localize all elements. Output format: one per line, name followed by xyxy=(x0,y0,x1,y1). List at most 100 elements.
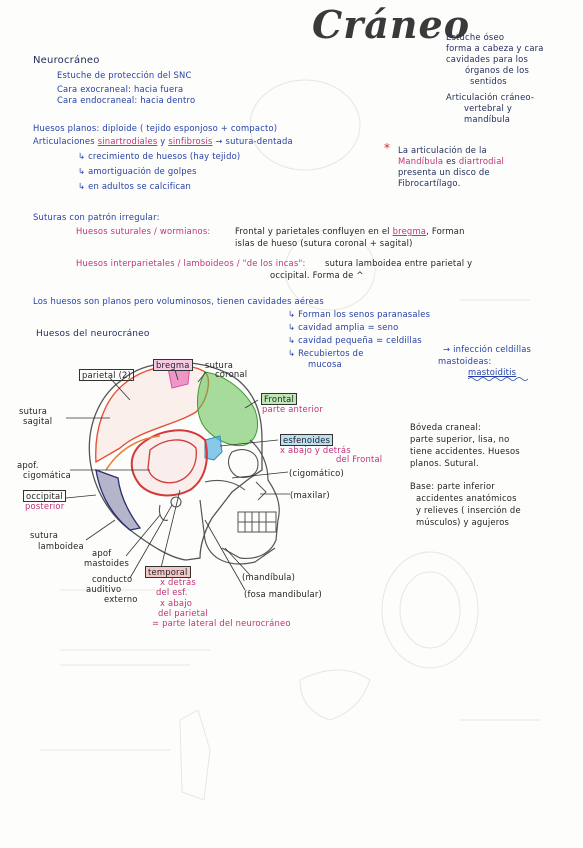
wormianos-desc-2: islas de hueso (sutura coronal + sagital… xyxy=(235,238,413,248)
suturas-heading: Suturas con patrón irregular: xyxy=(33,212,160,222)
arrow-item-text: crecimiento de huesos (hay tejido) xyxy=(88,151,241,161)
note-line: presenta un disco de xyxy=(398,167,490,177)
neuro-line: Cara exocraneal: hacia fuera xyxy=(57,84,184,94)
arrow-item: ↳ crecimiento de huesos (hay tejido) xyxy=(78,151,241,161)
mastoiditis-term: mastoiditis xyxy=(468,367,517,377)
top-right-line: Articulación cráneo- xyxy=(446,92,535,102)
page-title: Cráneo xyxy=(312,2,471,47)
top-right-line: sentidos xyxy=(470,76,507,86)
interparietales-desc-2: occipital. Forma de ^ xyxy=(270,270,364,280)
mandible xyxy=(199,499,276,565)
neuro-heading: Neurocráneo xyxy=(33,55,100,66)
temporal-region xyxy=(130,429,208,497)
star-marker: * xyxy=(384,141,391,155)
note-line: La articulación de la xyxy=(398,145,487,155)
arrow-item: ↳ en adultos se calcifican xyxy=(78,181,192,191)
top-right-line: vertebral y xyxy=(464,103,513,113)
label-apof-mastoides: apof xyxy=(92,548,112,558)
label-apof-cigomatica: apof. xyxy=(17,460,39,470)
cavidades-item-text: cavidad amplia = seno xyxy=(298,322,399,332)
interparietales-desc: sutura lamboidea entre parietal y xyxy=(325,258,473,268)
wormianos-text: Frontal y parietales confluyen en el xyxy=(235,226,390,236)
neuro-line: Cara endocraneal: hacia dentro xyxy=(57,95,196,105)
label-sutura-sagital-2: sagital xyxy=(23,416,53,426)
base-line: y relieves ( inserción de xyxy=(416,505,521,515)
cavidades-item: ↳ cavidad pequeña = celdillas xyxy=(288,335,422,345)
label-occipital-text: occipital xyxy=(26,491,63,501)
label-apof-cigomatica-2: cigomática xyxy=(23,470,72,480)
base-line: músculos) y agujeros xyxy=(416,517,510,527)
label-mandibula: (mandíbula) xyxy=(242,572,296,582)
arrow-item-text: en adultos se calcifican xyxy=(88,181,192,191)
label-temporal-text: temporal xyxy=(148,567,188,577)
sinartrodiales-term: sinartrodiales xyxy=(97,136,158,146)
label-temporal-sub: = parte lateral del neurocráneo xyxy=(152,618,291,628)
articulaciones-line: Articulaciones sinartrodiales y sinfibro… xyxy=(33,136,293,146)
label-esfenoides: esfenoides xyxy=(280,434,334,446)
diartrodial-term: diartrodial xyxy=(458,156,505,166)
diagram-heading: Huesos del neurocráneo xyxy=(36,329,150,339)
frontal-region xyxy=(197,371,258,447)
note-line: Mandíbula es diartrodial xyxy=(398,156,504,166)
label-sutura-coronal: sutura xyxy=(205,360,234,370)
huesos-planos-line: Huesos planos: diploide ( tejido esponjo… xyxy=(33,123,278,133)
cavidades-item-cont: mucosa xyxy=(308,359,342,369)
orbit xyxy=(227,449,259,479)
label-frontal-sub: parte anterior xyxy=(262,404,324,414)
bregma-term: bregma xyxy=(392,226,427,236)
articulaciones-label: Articulaciones xyxy=(33,136,95,146)
label-apof-mastoides-2: mastoides xyxy=(84,558,130,568)
label-frontal-text: Frontal xyxy=(264,394,295,404)
top-right-line: forma a cabeza y cara xyxy=(446,43,544,53)
face-outline xyxy=(221,439,280,560)
infeccion-line: → infección celdillas xyxy=(443,344,532,354)
base-line: accidentes anatómicos xyxy=(416,493,517,503)
label-temporal-sub: del esf. xyxy=(156,587,188,597)
conjunction: y xyxy=(160,136,166,146)
arrow-item-text: amortiguación de golpes xyxy=(88,166,197,176)
top-right-line: órganos de los xyxy=(465,65,530,75)
label-maxilar: (maxilar) xyxy=(290,490,330,500)
label-temporal-sub: x abajo xyxy=(160,598,193,608)
sinfibrosis-term: sinfibrosis xyxy=(168,136,213,146)
boveda-line: Bóveda craneal: xyxy=(410,422,482,432)
wormianos-text: , Forman xyxy=(426,226,465,236)
label-cigomatico: (cigomático) xyxy=(289,468,344,478)
base-line: Base: parte inferior xyxy=(410,481,495,491)
interparietales-label: Huesos interparietales / lamboideos / "d… xyxy=(76,258,306,268)
cranium-outline xyxy=(88,361,263,561)
label-conducto-3: externo xyxy=(104,594,138,604)
neuro-line: Estuche de protección del SNC xyxy=(57,70,192,80)
occipital-region xyxy=(95,469,142,531)
cavidades-item-text: Recubiertos de xyxy=(298,348,364,358)
label-temporal: temporal xyxy=(145,566,191,578)
label-parietal-text: parietal (2) xyxy=(82,370,132,380)
arrow-item: ↳ amortiguación de golpes xyxy=(78,166,197,176)
label-sutura-lamboidea-2: lamboidea xyxy=(38,541,84,551)
wormianos-desc: Frontal y parietales confluyen en el bre… xyxy=(235,226,465,236)
label-esfenoides-sub: x abajo y detrás xyxy=(280,445,351,455)
top-right-line: Estuche óseo xyxy=(446,32,505,42)
top-right-line: mandíbula xyxy=(464,114,511,124)
label-temporal-sub: del parietal xyxy=(158,608,208,618)
mandibula-term: Mandíbula xyxy=(398,156,444,166)
label-sutura-sagital: sutura xyxy=(19,406,48,416)
boveda-line: planos. Sutural. xyxy=(410,458,479,468)
top-right-line: cavidades para los xyxy=(446,54,529,64)
note-word: es xyxy=(446,156,456,166)
sutura-dentada-text: → sutura-dentada xyxy=(215,136,293,146)
wormianos-label: Huesos suturales / wormianos: xyxy=(76,226,211,236)
label-esfenoides-sub-2: del Frontal xyxy=(336,454,383,464)
label-fosa-mandibular: (fosa mandibular) xyxy=(244,589,322,599)
label-occipital: occipital xyxy=(23,490,66,502)
boveda-line: tiene accidentes. Huesos xyxy=(410,446,520,456)
cavidades-item: ↳ Recubiertos de xyxy=(288,348,364,358)
boveda-line: parte superior, lisa, no xyxy=(410,434,510,444)
label-bregma-text: bregma xyxy=(156,360,190,370)
label-frontal: Frontal xyxy=(261,393,298,405)
label-bregma: bregma xyxy=(153,359,193,371)
wavy-underline xyxy=(468,377,528,381)
note-line: Fibrocartílago. xyxy=(398,178,461,188)
